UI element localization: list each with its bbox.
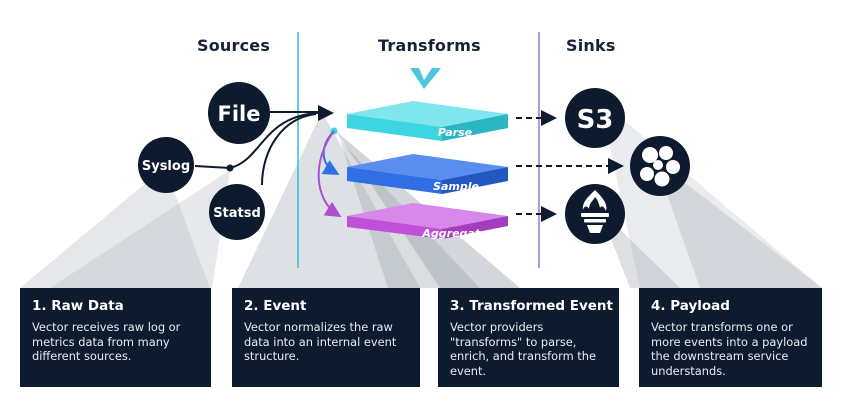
card-title: 4. Payload bbox=[651, 298, 730, 314]
card-body: Vector transforms one or more events int… bbox=[651, 320, 808, 378]
card-title: 2. Event bbox=[244, 298, 307, 314]
source-label-syslog: Syslog bbox=[142, 159, 190, 174]
transform-label-aggregate: Aggregate bbox=[421, 227, 488, 240]
transform-label-sample: Sample bbox=[433, 180, 479, 193]
source-label-statsd: Statsd bbox=[213, 206, 261, 221]
sink-prometheus bbox=[565, 184, 625, 244]
source-label-file: File bbox=[218, 102, 261, 126]
flame-icon bbox=[581, 190, 609, 233]
vector-logo-icon bbox=[410, 68, 441, 89]
card-raw-data: 1. Raw Data Vector receives raw log or m… bbox=[20, 288, 211, 387]
card-body: Vector receives raw log or metrics data … bbox=[32, 320, 181, 363]
transform-aggregate: Aggregate bbox=[347, 203, 508, 240]
header-sources: Sources bbox=[197, 36, 271, 55]
card-transformed-event: 3. Transformed Event Vector providers "t… bbox=[438, 288, 619, 387]
source-syslog: Syslog bbox=[138, 137, 194, 193]
card-event: 2. Event Vector normalizes the raw data … bbox=[232, 288, 420, 387]
card-payload: 4. Payload Vector transforms one or more… bbox=[639, 288, 822, 387]
card-body: Vector providers "transforms" to parse, … bbox=[450, 320, 597, 378]
card-body: Vector normalizes the raw data into an i… bbox=[244, 320, 397, 363]
cluster-icon bbox=[640, 146, 680, 187]
card-title: 3. Transformed Event bbox=[450, 298, 613, 314]
source-file: File bbox=[208, 82, 270, 144]
sink-arrows bbox=[516, 110, 624, 222]
transform-label-parse: Parse bbox=[438, 126, 473, 139]
sink-elasticsearch bbox=[630, 136, 690, 196]
sink-label-s3: S3 bbox=[577, 105, 614, 135]
transform-flow bbox=[317, 127, 342, 218]
source-connectors bbox=[194, 105, 334, 186]
card-title: 1. Raw Data bbox=[32, 298, 124, 314]
transform-parse: Parse bbox=[347, 101, 508, 141]
header-transforms: Transforms bbox=[378, 36, 481, 55]
transform-sample: Sample bbox=[347, 154, 508, 194]
sink-s3: S3 bbox=[565, 88, 625, 148]
syslog-junction bbox=[226, 164, 234, 172]
source-statsd: Statsd bbox=[209, 184, 265, 240]
header-sinks: Sinks bbox=[566, 36, 616, 55]
